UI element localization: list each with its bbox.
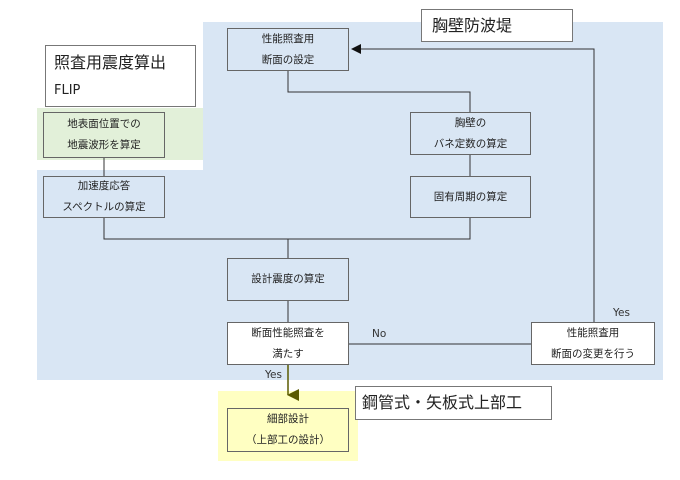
node-natural-period: 固有周期の算定 [410,176,531,218]
quake-calc-subtitle: FLIP [54,83,81,98]
steel-title: 鋼管式・矢板式上部工 [355,386,552,420]
edge-label-yes-down: Yes [265,369,282,381]
node-perf-section: 性能照査用 断面の設定 [227,28,349,71]
breakwater-title: 胸壁防波堤 [421,9,573,42]
quake-calc-heading: 照査用震度算出 [54,53,167,72]
edge-label-yes-up: Yes [613,307,630,319]
node-section-change: 性能照査用 断面の変更を行う [531,322,655,365]
node-detail-design: 細部設計 （上部工の設計） [227,408,349,452]
node-design-seismic: 設計震度の算定 [227,258,349,301]
edge-section-to-spring [287,71,471,112]
edge-spectrum-to-merge [103,218,471,240]
edge-yes-loop [351,44,595,322]
quake-calc-title: 照査用震度算出 FLIP [45,45,196,107]
node-spring-const: 胸壁の バネ定数の算定 [410,112,531,155]
quake-input-region [37,108,203,160]
node-accel-spectrum: 加速度応答 スペクトルの算定 [43,176,165,218]
node-ground-wave: 地表面位置での 地震波形を算定 [43,112,165,158]
node-perf-check: 断面性能照査を 満たす [227,322,349,365]
edge-label-no: No [372,328,387,340]
detail-design-region [218,391,358,461]
